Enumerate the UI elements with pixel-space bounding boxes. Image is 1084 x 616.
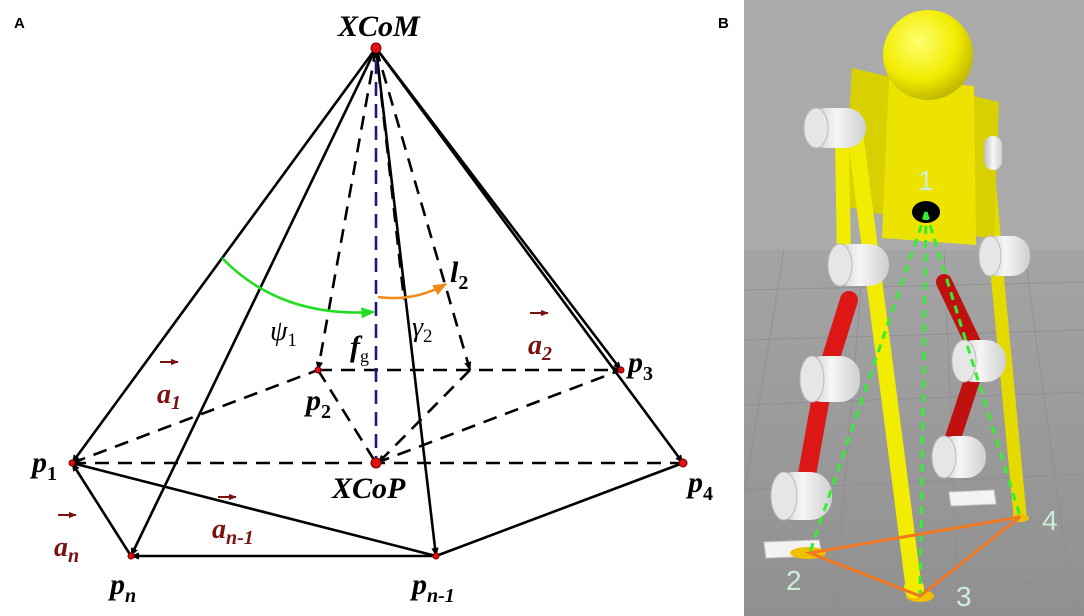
psi1-label: ψ1 (270, 316, 297, 351)
foot-back (948, 489, 997, 507)
p2-point (314, 366, 322, 374)
dash-xcom-p2 (315, 47, 378, 371)
joint-cylinders (770, 107, 1030, 521)
label-1: 1 (918, 165, 934, 196)
panel-b-letter: B (718, 15, 729, 32)
panel-a-letter: A (14, 15, 25, 32)
edge-xcom-p1 (70, 47, 378, 464)
l2-label: l2 (450, 256, 468, 294)
points (68, 42, 688, 560)
green-projection-lines (808, 211, 1022, 596)
left-leg-upper-yellow-2 (835, 133, 851, 269)
p3-label: p3 (625, 346, 653, 385)
edge-xcom-p3 (374, 47, 623, 371)
p3-point (617, 366, 625, 374)
torso-plate-front (882, 78, 976, 245)
edge-p4-pn1 (435, 461, 684, 558)
solid-edges (70, 47, 685, 560)
dash-xcop-p3 (375, 368, 622, 465)
edge-xcom-pn (129, 47, 378, 557)
back-leg-lower (989, 255, 1027, 522)
edge-xcom-pn1 (374, 47, 439, 557)
pn1-point (432, 552, 440, 560)
panel-a-diagram: A XCoM XCo (14, 10, 713, 607)
p4-label: p4 (685, 466, 713, 505)
label-2: 2 (786, 565, 802, 596)
edge-p1-pn1 (71, 461, 437, 558)
pn1-label: pn-1 (409, 568, 455, 607)
panel-b-robot-render: 1 2 3 4 (744, 0, 1084, 616)
gamma2-label: γ2 (412, 312, 433, 347)
psi-angle-arc (221, 257, 376, 319)
an-label: an (54, 532, 79, 567)
panel-b-letter-layer: B (718, 15, 729, 32)
p1-point (68, 459, 76, 467)
pn-point (127, 552, 135, 560)
robot-head (883, 10, 973, 100)
back-red-link (936, 274, 982, 353)
a1-label: a1 (157, 379, 181, 414)
support-polygon (804, 515, 1021, 598)
label-4: 4 (1042, 505, 1058, 536)
label-3: 3 (956, 581, 972, 612)
fg-label: fg (350, 330, 369, 366)
gamma-angle-arc (377, 282, 448, 300)
dash-xcom-inner (374, 47, 406, 301)
pn-label: pn (107, 568, 136, 607)
xcom-point (370, 42, 382, 54)
p1-label: p1 (29, 446, 57, 485)
dashed-edges (71, 47, 683, 465)
dash-p2-xcop (316, 369, 378, 464)
edge-pn-p1 (70, 462, 133, 557)
xcop-point (370, 457, 382, 469)
dash-xcom-l2 (374, 47, 472, 371)
p4-point (678, 458, 688, 468)
dash-p1-p2 (71, 368, 319, 465)
a2-label: a2 (528, 330, 552, 365)
left-leg-yellow (848, 132, 922, 598)
p2-label: p2 (303, 384, 331, 423)
xcop-label: XCoP (331, 472, 406, 505)
xcom-label: XCoM (337, 10, 421, 43)
an1-label: an-1 (212, 514, 254, 549)
